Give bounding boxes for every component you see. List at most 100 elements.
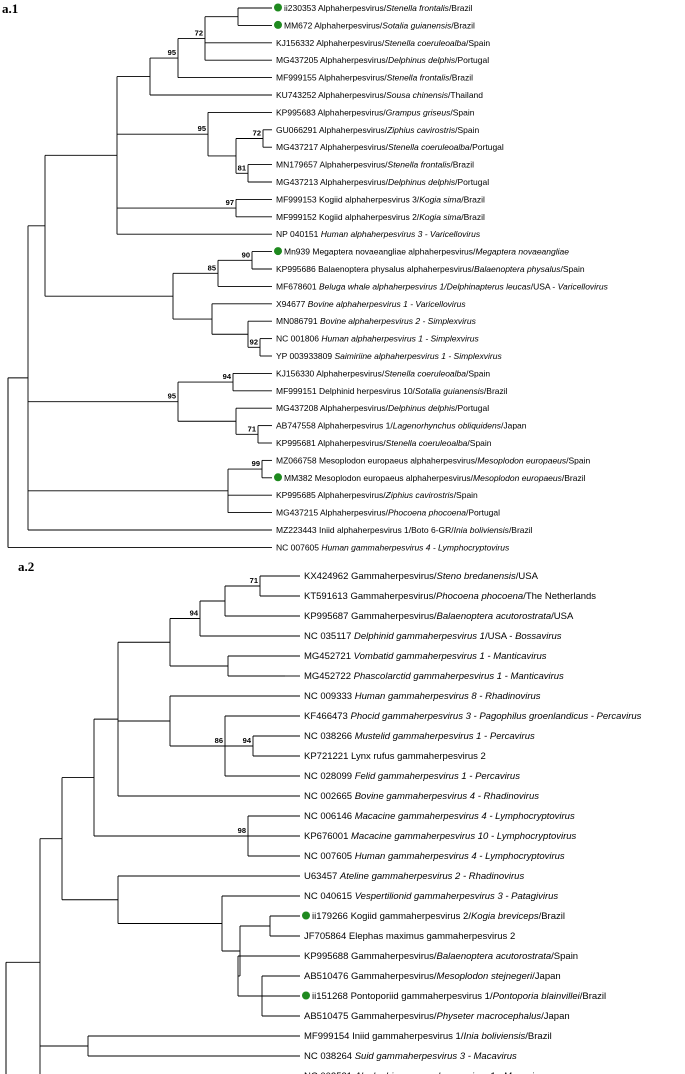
leaf-name-part: Bovine gammaherpesvirus 4 - Rhadinovirus — [355, 791, 540, 802]
leaf-accession: KX424962 — [304, 571, 351, 582]
leaf-accession: ii230353 — [284, 3, 318, 13]
leaf-name-part: Alphaherpesvirus/ — [319, 160, 388, 170]
leaf-accession: ii151268 — [312, 991, 351, 1002]
leaf-label: U63457 Ateline gammaherpesvirus 2 - Rhad… — [304, 871, 524, 882]
bootstrap-value: 71 — [250, 576, 258, 585]
leaf-name-part: Mesoplodon europaeus — [477, 455, 567, 465]
leaf-label: NC 038264 Suid gammaherpesvirus 3 - Maca… — [304, 1051, 517, 1062]
leaf-accession: YP 003933809 — [276, 351, 334, 361]
leaf-name-part: Alphaherpesvirus/ — [319, 125, 388, 135]
leaf-label: KP995688 Gammaherpesvirus/Balaenoptera a… — [304, 951, 578, 962]
leaf-name-part: Mesoplodon europaeus — [473, 473, 563, 483]
leaf-name-part: Alphaherpesvirus/ — [318, 438, 387, 448]
panel-label-a1: a.1 — [2, 1, 18, 16]
leaf-label: NP 040151 Human alphaherpesvirus 3 - Var… — [276, 229, 481, 239]
leaf-accession: MF999152 — [276, 212, 319, 222]
leaf-label: NC 009333 Human gammaherpesvirus 8 - Rha… — [304, 691, 541, 702]
leaf-name-part: Ziphius cavirostris — [386, 125, 456, 135]
leaf-name-part: Grampus griseus — [386, 107, 451, 117]
bootstrap-value: 92 — [250, 337, 258, 346]
leaf-accession: KP995683 — [276, 107, 318, 117]
leaf-name-part: Ziphius cavirostris — [385, 490, 455, 500]
bootstrap-value: 86 — [215, 736, 223, 745]
leaf-name-part: Bovine alphaherpesvirus 1 - Varicellovir… — [308, 299, 467, 309]
leaf-name-part: /Portugal — [455, 55, 489, 65]
leaf-name-part: Alphaherpesvirus/ — [320, 177, 389, 187]
leaf-name-part: Delphinus delphis — [388, 55, 456, 65]
leaf-name-part: Saimiriine alphaherpesvirus 1 - Simplexv… — [334, 351, 502, 361]
leaf-label: KJ156332 Alphaherpesvirus/Stenella coeru… — [276, 38, 490, 48]
leaf-name-part: Kogiid alphaherpesvirus 3/ — [319, 194, 420, 204]
leaf-label: MZ066758 Mesoplodon europaeus alphaherpe… — [276, 455, 591, 465]
leaf-name-part: Alphaherpesvirus/ — [320, 142, 389, 152]
leaf-accession: NC 040615 — [304, 891, 355, 902]
leaf-label: KP995686 Balaenoptera physalus alphaherp… — [276, 264, 585, 274]
leaf-name-part: /Brazil — [449, 3, 473, 13]
leaf-accession: ii179266 — [312, 911, 351, 922]
leaf-name-part: /Brazil — [580, 991, 606, 1002]
leaf-name-part: Bossavirus — [515, 631, 562, 642]
leaf-accession: KP721221 — [304, 751, 351, 762]
bootstrap-value: 71 — [248, 424, 256, 433]
leaf-label: AB510476 Gammaherpesvirus/Mesoplodon ste… — [304, 971, 561, 982]
leaf-name-part: Balaenoptera acutorostrata — [437, 611, 552, 622]
leaf-label: KU743252 Alphaherpesvirus/Sousa chinensi… — [276, 90, 483, 100]
leaf-name-part: Vombatid gammaherpesvirus 1 - Manticavir… — [354, 651, 547, 662]
leaf-name-part: Gammaherpesvirus/ — [350, 591, 436, 602]
leaf-name-part: Phascolarctid gammaherpesvirus 1 - Manti… — [354, 671, 564, 682]
leaf-accession: NP 040151 — [276, 229, 321, 239]
leaf-name-part: /Brazil — [461, 212, 485, 222]
leaf-accession: KP676001 — [304, 831, 351, 842]
leaf-label: AB747558 Alphaherpesvirus 1/Lagenorhynch… — [276, 421, 527, 431]
leaf-name-part: /Spain — [566, 455, 590, 465]
leaf-label: MG437205 Alphaherpesvirus/Delphinus delp… — [276, 55, 489, 65]
leaf-accession: U63457 — [304, 871, 340, 882]
leaf-name-part: /Brazil — [449, 73, 473, 83]
leaf-name-part: Alcelaphine gammaherpesvirus 1 - Macavir… — [354, 1071, 547, 1074]
leaf-name-part: /Spain — [466, 368, 490, 378]
leaf-accession: KP995688 — [304, 951, 351, 962]
sample-marker-icon — [302, 991, 310, 1000]
leaf-name-part: Delphinid gammaherpesvirus 1 — [354, 631, 485, 642]
leaf-name-part: Stenella coeruleoalba — [384, 38, 466, 48]
leaf-accession: JF705864 — [304, 931, 349, 942]
leaf-name-part: Ateline gammaherpesvirus 2 - Rhadinoviru… — [339, 871, 525, 882]
leaf-label: KF466473 Phocid gammaherpesvirus 3 - Pag… — [304, 711, 642, 722]
leaf-name-part: Vespertilionid gammaherpesvirus 3 - Pata… — [355, 891, 559, 902]
leaf-accession: GU066291 — [276, 125, 319, 135]
leaf-name-part: /Brazil — [461, 194, 485, 204]
leaf-name-part: Sousa chinensis — [386, 90, 449, 100]
leaf-name-part: Delphinus delphis — [388, 403, 456, 413]
sample-marker-icon — [274, 473, 282, 482]
leaf-name-part: Mesoplodon stejnegeri — [437, 971, 533, 982]
leaf-accession: X94677 — [276, 299, 308, 309]
leaf-accession: NC 009333 — [304, 691, 355, 702]
leaf-accession: MG452722 — [304, 671, 354, 682]
leaf-name-part: Human alphaherpesvirus 3 - Varicelloviru… — [321, 229, 481, 239]
leaf-accession: KJ156332 — [276, 38, 316, 48]
leaf-name-part: Balaenoptera physalus — [474, 264, 561, 274]
leaf-accession: KF466473 — [304, 711, 350, 722]
leaf-name-part: Balaenoptera acutorostrata — [437, 951, 552, 962]
leaf-name-part: Lynx rufus gammaherpesvirus 2 — [351, 751, 486, 762]
leaf-name-part: /USA - — [531, 281, 558, 291]
leaf-name-part: Human gammaherpesvirus 4 - Lymphocryptov… — [321, 542, 510, 552]
leaf-accession: MG437213 — [276, 177, 320, 187]
leaf-name-part: Felid gammaherpesvirus 1 - Percavirus — [355, 771, 521, 782]
leaf-label: MG452722 Phascolarctid gammaherpesvirus … — [304, 671, 564, 682]
bootstrap-value: 95 — [168, 48, 176, 57]
leaf-name-part: Phocid gammaherpesvirus 3 - Pagophilus g… — [350, 711, 641, 722]
leaf-accession: MN086791 — [276, 316, 320, 326]
leaf-name-part: Alphaherpesvirus/ — [320, 55, 389, 65]
leaf-accession: NC 035117 — [304, 631, 354, 642]
leaf-name-part: /USA — [516, 571, 539, 582]
leaf-accession: NC 007605 — [304, 851, 355, 862]
leaf-name-part: Kogiid gammaherpesvirus 2/ — [351, 911, 472, 922]
leaf-accession: NC 038264 — [304, 1051, 355, 1062]
leaf-label: MG437217 Alphaherpesvirus/Stenella coeru… — [276, 142, 504, 152]
leaf-name-part: /USA — [551, 611, 574, 622]
bootstrap-value: 72 — [195, 28, 203, 37]
leaf-label: NC 028099 Felid gammaherpesvirus 1 - Per… — [304, 771, 520, 782]
leaf-accession: MG437217 — [276, 142, 320, 152]
bootstrap-value: 72 — [253, 129, 261, 138]
